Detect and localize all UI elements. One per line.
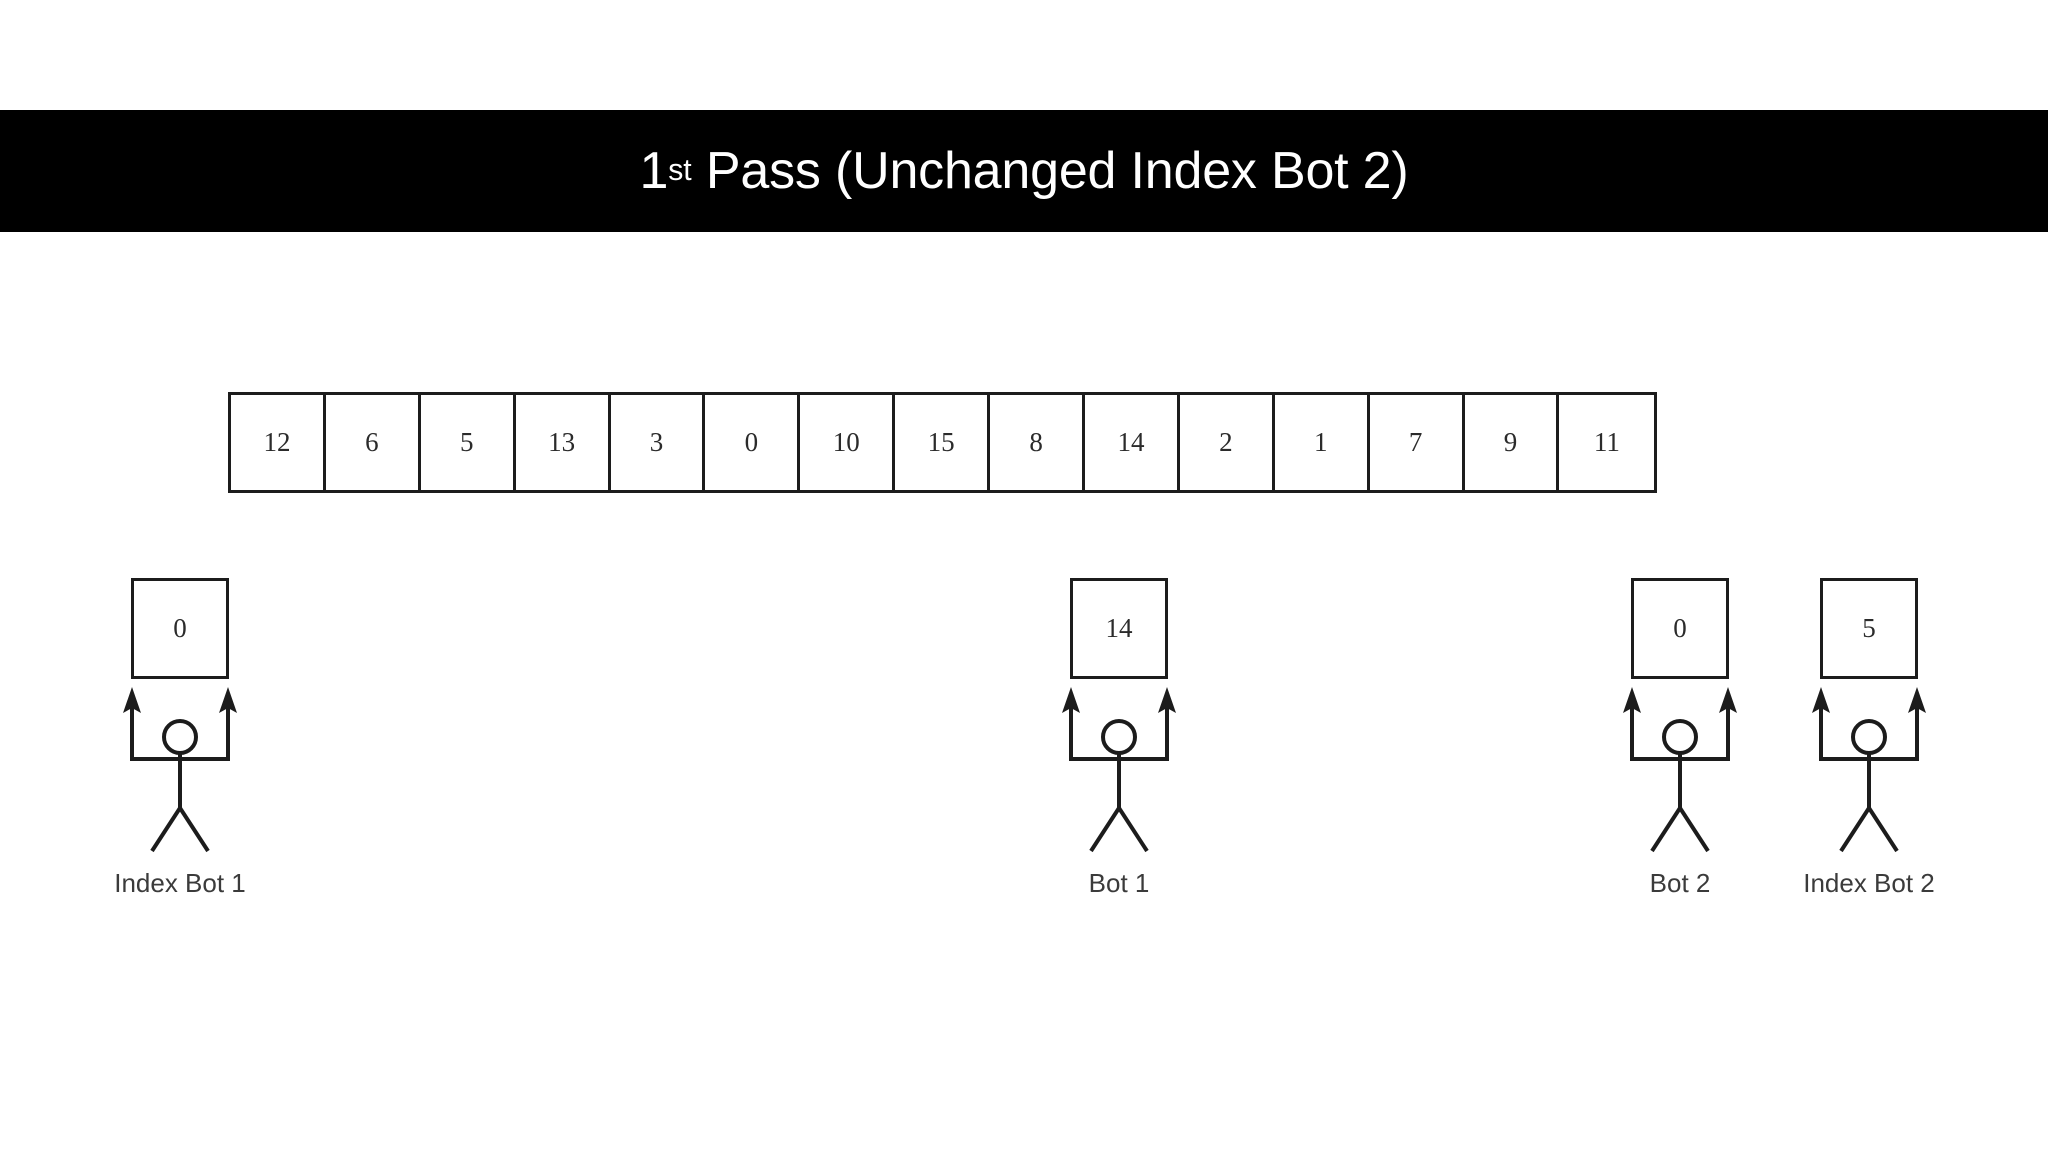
array-cell: 0 (705, 395, 801, 490)
title-prefix: 1 (639, 142, 669, 200)
bot-2-label: Bot 2 (1649, 868, 1711, 898)
array-cell: 12 (231, 395, 326, 490)
array-cell: 14 (1085, 395, 1180, 490)
array-cell: 10 (800, 395, 896, 490)
bot-2-figure (1580, 683, 1780, 863)
array-cell: 15 (895, 395, 991, 490)
array-cell: 1 (1274, 395, 1370, 490)
index-bot-2-figure (1769, 683, 1969, 863)
stick-figure-icon (1623, 687, 1737, 853)
array-cell: 9 (1464, 395, 1560, 490)
index-bot-1-figure (80, 683, 280, 863)
index-bot-1-value-box: 0 (131, 578, 229, 679)
title-rest: Pass (Unchanged Index Bot 2) (691, 142, 1409, 200)
array-cell: 11 (1559, 395, 1655, 490)
index-bot-2-value-box: 5 (1820, 578, 1918, 679)
stick-figure-icon (123, 687, 237, 853)
array-cell: 8 (990, 395, 1086, 490)
array-cell: 2 (1179, 395, 1275, 490)
stick-figure-icon (1812, 687, 1926, 853)
stick-figure-icon (1062, 687, 1176, 853)
array-cell: 13 (515, 395, 611, 490)
index-bot-1-label: Index Bot 1 (114, 868, 246, 898)
bot-1-figure (1019, 683, 1219, 863)
array-cell: 6 (325, 395, 421, 490)
bot-1-value-box: 14 (1070, 578, 1168, 679)
array-cell: 7 (1369, 395, 1465, 490)
array-cell: 5 (420, 395, 516, 490)
array-cell: 3 (610, 395, 706, 490)
bot-1-label: Bot 1 (1088, 868, 1150, 898)
bot-2-value-box: 0 (1631, 578, 1729, 679)
index-bot-2-label: Index Bot 2 (1803, 868, 1935, 898)
